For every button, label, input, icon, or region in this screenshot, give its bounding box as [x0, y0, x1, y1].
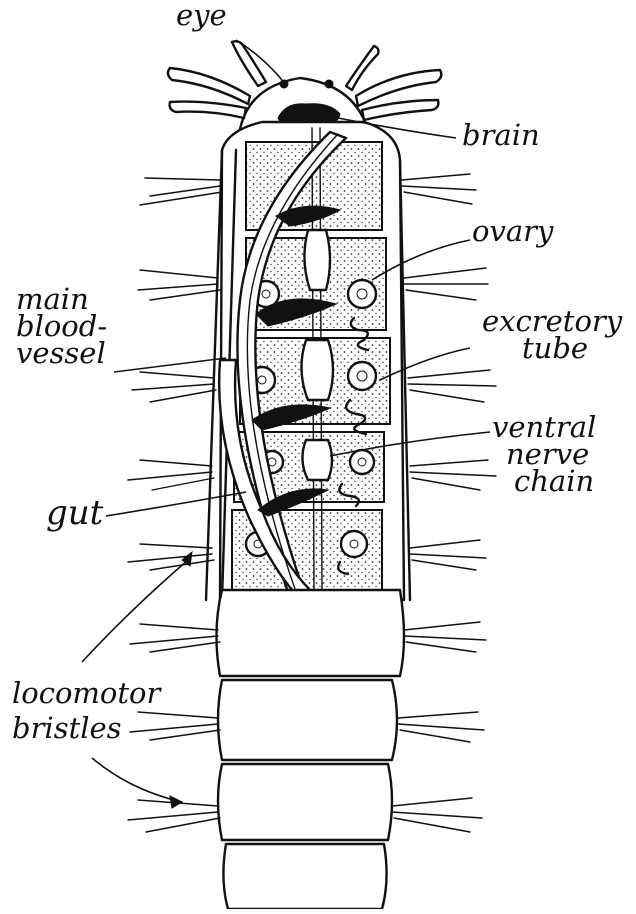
- label-gut: gut: [46, 500, 103, 527]
- lower-segments: [216, 590, 404, 909]
- blood-vessel-leader: [114, 358, 226, 372]
- label-main-blood-vessel: main blood- vessel: [16, 286, 107, 367]
- bristle-leader-bottom: [92, 758, 182, 802]
- label-bristles-line1: locomotor: [12, 680, 160, 707]
- label-blood-line3: vessel: [16, 340, 107, 367]
- label-brain: brain: [462, 122, 540, 149]
- label-nerve-line3: chain: [492, 468, 596, 495]
- label-ovary: ovary: [472, 218, 553, 245]
- bristle-leader-top: [82, 560, 188, 662]
- label-excretory-line2: tube: [482, 335, 622, 362]
- label-ventral-nerve-chain: ventral nerve chain: [492, 414, 596, 495]
- label-excretory-tube: excretory tube: [482, 308, 622, 362]
- label-bristles-line2: bristles: [12, 707, 160, 742]
- eye-right: [325, 80, 333, 88]
- label-eye: eye: [176, 2, 227, 29]
- label-locomotor-bristles: locomotor bristles: [12, 680, 160, 742]
- eye-left: [280, 80, 288, 88]
